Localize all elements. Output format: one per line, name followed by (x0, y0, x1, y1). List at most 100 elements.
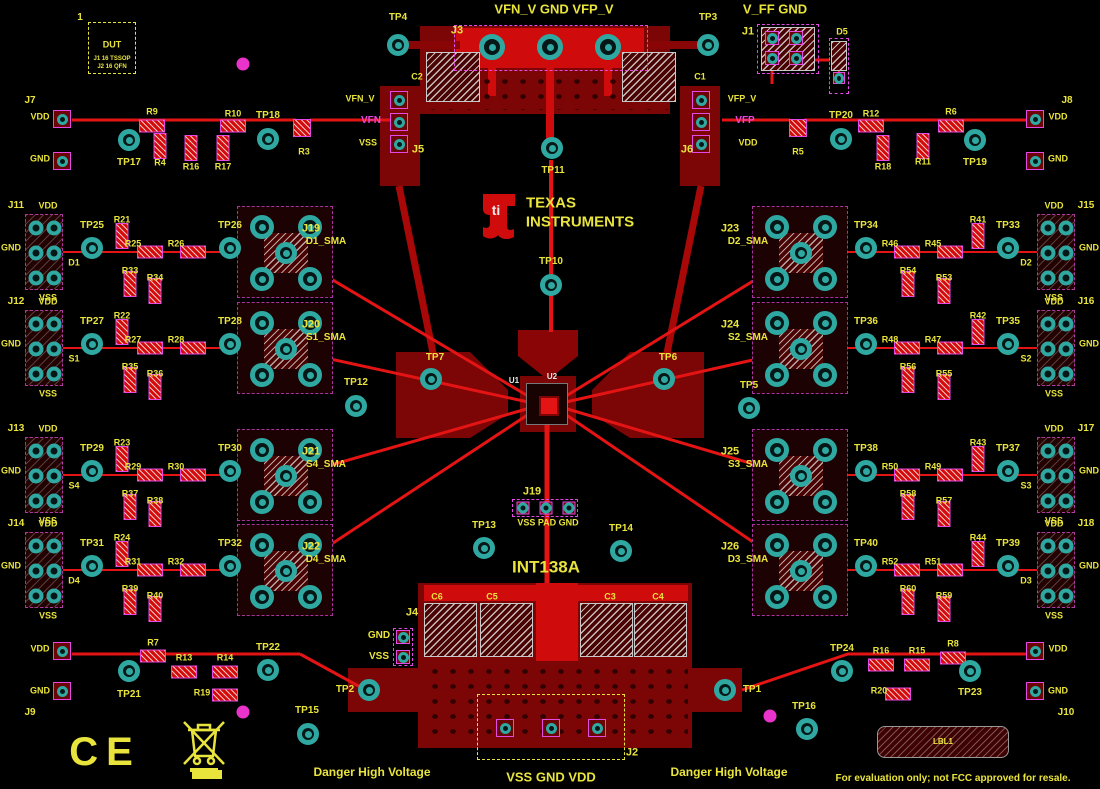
header-j13 (25, 437, 63, 513)
silk-j11: J11 (7, 200, 25, 211)
silk-tp4: TP4 (388, 12, 408, 23)
header-pin (1040, 538, 1056, 554)
silk-r20: R20 (870, 685, 888, 696)
header-pin (1040, 220, 1056, 236)
fiducial-dot-3 (763, 709, 777, 723)
silk-j18-vss: VSS (1044, 610, 1064, 621)
silk-r6: R6 (945, 106, 957, 117)
silk-r38: R38 (146, 495, 164, 506)
silk-tp18: TP18 (256, 110, 280, 121)
silk-j4-vss: VSS (368, 651, 390, 662)
header-pin (28, 316, 44, 332)
silk-r5: R5 (792, 146, 804, 157)
resistor-r24 (115, 541, 129, 567)
sma-pad (790, 560, 812, 582)
silk-r32: R32 (167, 556, 185, 567)
silk-d3-sma: D3_SMA (727, 554, 769, 565)
resistor-r16 (184, 135, 198, 161)
j19-center-outline (512, 499, 578, 517)
testpad-tp37 (997, 460, 1019, 482)
header-pin (1058, 588, 1074, 604)
silk-tp23: TP23 (958, 687, 982, 698)
header-pin (46, 493, 62, 509)
silk-tp25: TP25 (80, 220, 104, 231)
part-c6 (424, 603, 477, 657)
silk-j11-vss: VSS (38, 292, 58, 303)
sma-pad (765, 311, 789, 335)
resistor-r31 (137, 563, 163, 577)
silk-u1: U1 (508, 376, 520, 385)
pad-j4-1 (396, 630, 410, 644)
silk-j6: J6 (680, 143, 694, 156)
silk-r3: R3 (298, 146, 310, 157)
sma-pad (765, 533, 789, 557)
pad-j6-1 (692, 91, 710, 109)
silk-j3: J3 (450, 24, 464, 37)
silk-j14-gnd: GND (1, 560, 21, 571)
silk-sig-d4: D4 (68, 575, 80, 586)
silk-r59: R59 (935, 590, 953, 601)
testpad-tp3 (697, 34, 719, 56)
header-j15 (1037, 214, 1075, 290)
resistor-r60 (901, 589, 915, 615)
silk-j13: J13 (7, 423, 25, 434)
header-pin (1040, 245, 1056, 261)
sma-connector-j23 (752, 206, 848, 298)
testpad-tp15 (297, 723, 319, 745)
testpad-tp4 (387, 34, 409, 56)
silk-r57: R57 (935, 495, 953, 506)
header-pin (1040, 270, 1056, 286)
sma-pad (250, 215, 274, 239)
resistor-r50 (894, 468, 920, 482)
resistor-r51 (937, 563, 963, 577)
silk-r53: R53 (935, 272, 953, 283)
silk-j23-sma: J23 (720, 222, 740, 235)
header-pin (1040, 588, 1056, 604)
dut-outline (88, 22, 136, 74)
testpad-tp17 (118, 129, 140, 151)
silk-vfp-v: VFP_V (727, 93, 757, 104)
resistor-r16b (868, 658, 894, 672)
silk-j16-vss: VSS (1044, 388, 1064, 399)
testpad-tp12 (345, 395, 367, 417)
header-pin (1040, 316, 1056, 332)
pad-j2-1 (496, 719, 514, 737)
silk-r35: R35 (121, 361, 139, 372)
header-pin (28, 563, 44, 579)
resistor-r4 (153, 133, 167, 159)
silk-r43: R43 (969, 437, 987, 448)
silk-tp36: TP36 (854, 316, 878, 327)
silk-r55: R55 (935, 368, 953, 379)
sma-pad (250, 585, 274, 609)
silk-r7: R7 (147, 637, 159, 648)
silk-r31: R31 (124, 556, 142, 567)
silk-sig-s3: S3 (1020, 480, 1032, 491)
dut-chip (526, 383, 568, 425)
silk-tp39: TP39 (996, 538, 1020, 549)
header-pin (46, 563, 62, 579)
silk-r4: R4 (154, 157, 166, 168)
silk-j4-gnd: GND (367, 630, 391, 641)
silk-j16-gnd: GND (1079, 338, 1099, 349)
silk-j15-vdd: VDD (1044, 200, 1064, 211)
silk-r56: R56 (899, 361, 917, 372)
pad-j8-2 (1026, 152, 1044, 170)
silk-j22-sma: J22 (301, 540, 321, 553)
resistor-r29 (137, 468, 163, 482)
silk-r33: R33 (121, 265, 139, 276)
pad-j1-3 (765, 51, 779, 65)
resistor-r33 (123, 271, 137, 297)
silk-vfn-v: VFN_V (345, 93, 375, 104)
resistor-r6 (938, 119, 964, 133)
header-pin (28, 270, 44, 286)
silk-r41: R41 (969, 214, 987, 225)
silk-lbl1: LBL1 (933, 737, 953, 746)
sma-pad (790, 242, 812, 264)
sma-pad (250, 363, 274, 387)
silk-tp32: TP32 (218, 538, 242, 549)
silk-s1-sma: S1_SMA (305, 332, 347, 343)
silk-j25-sma: J25 (720, 445, 740, 458)
silk-j21-sma: J21 (301, 445, 321, 458)
testpad-tp10 (540, 274, 562, 296)
